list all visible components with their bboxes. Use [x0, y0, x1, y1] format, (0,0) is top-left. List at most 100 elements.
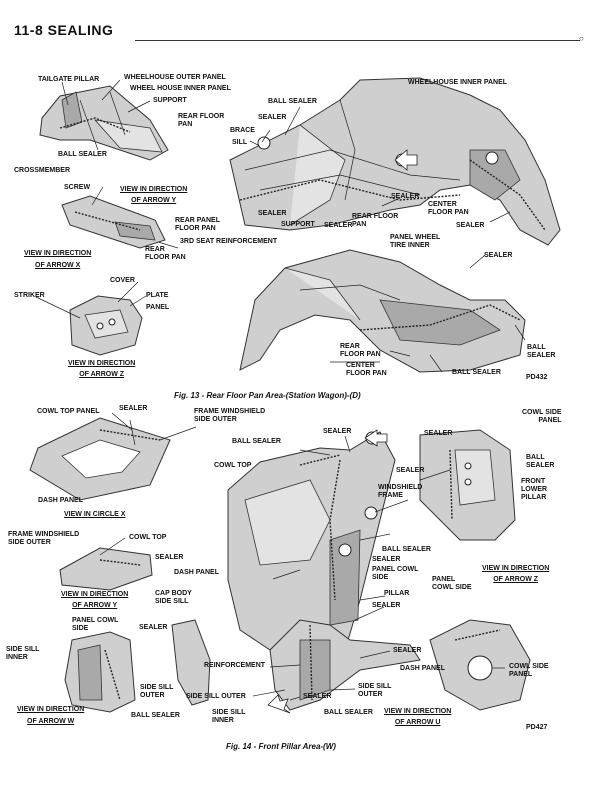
- label-rear-floor-pan: REAR FLOOR PAN: [178, 113, 225, 128]
- fig14-cowl-top-detail: [29, 417, 171, 501]
- fig13-wheel-tire-area: [239, 249, 526, 373]
- label-sealer-e: SEALER: [155, 554, 184, 561]
- label-dash-panel-c: DASH PANEL: [400, 665, 445, 672]
- label-view-in-circle-x: VIEW IN CIRCLE X: [64, 511, 126, 518]
- label-frame-windshield-side-outer: FRAME WINDSHIELD SIDE OUTER: [194, 408, 266, 423]
- label-support: SUPPORT: [153, 97, 187, 104]
- label-view-arrow-z-2: VIEW IN DIRECTION OF ARROW Z: [482, 565, 550, 583]
- label-plate: PLATE: [146, 292, 169, 299]
- label-panel-cowl-side-3: PANEL COWL SIDE: [72, 617, 119, 632]
- label-front-lower-pillar: FRONT LOWER PILLAR: [521, 478, 548, 501]
- label-windshield-frame: WINDSHIELD FRAME: [378, 484, 423, 499]
- label-side-sill-outer-3: SIDE SILL OUTER: [358, 683, 392, 698]
- label-sealer-b: SEALER: [323, 428, 352, 435]
- header-rule: [135, 40, 580, 41]
- label-ball-sealer-bottom: BALL SEALER: [452, 369, 501, 376]
- label-center-floor-pan-2: CENTER FLOOR PAN: [346, 362, 387, 377]
- label-screw: SCREW: [64, 184, 91, 191]
- label-sealer-top: SEALER: [258, 114, 287, 121]
- fig13-striker-detail: [69, 295, 143, 356]
- fig14-cap-body-side-sill-detail: [171, 619, 211, 706]
- label-side-sill-inner-2: SIDE SILL INNER: [212, 709, 246, 724]
- label-dash-panel-a: DASH PANEL: [38, 497, 83, 504]
- label-sealer-c: SEALER: [424, 430, 453, 437]
- label-rear-floor-pan-4: REAR FLOOR PAN: [340, 343, 381, 358]
- page-title: 11-8 SEALING: [14, 22, 114, 38]
- label-wheelhouse-outer-panel: WHEELHOUSE OUTER PANEL: [124, 74, 226, 81]
- label-sealer-right-1: SEALER: [456, 222, 485, 229]
- label-center-floor-pan: CENTER FLOOR PAN: [428, 201, 469, 216]
- label-brace: BRACE: [230, 127, 255, 134]
- label-wheelhouse-inner-panel: WHEELHOUSE INNER PANEL: [408, 79, 508, 86]
- fig14-dash-panel-detail: [429, 619, 531, 711]
- label-support-2: SUPPORT: [281, 221, 315, 228]
- label-sealer-right-2: SEALER: [484, 252, 513, 259]
- label-side-sill-inner: SIDE SILL INNER: [6, 646, 40, 661]
- label-cowl-side-panel-2: COWL SIDE PANEL: [509, 663, 549, 678]
- fig13-caption: Fig. 13 - Rear Floor Pan Area-(Station W…: [174, 391, 361, 400]
- label-side-sill-outer-2: SIDE SILL OUTER: [186, 693, 246, 700]
- label-ball-sealer-e: BALL SEALER: [324, 709, 373, 716]
- label-dash-panel-b: DASH PANEL: [174, 569, 219, 576]
- label-sealer-center: SEALER: [391, 193, 420, 200]
- label-sealer-g: SEALER: [372, 602, 401, 609]
- fig13-code: PD432: [526, 374, 548, 381]
- label-wheel-house-inner-panel: WHEEL HOUSE INNER PANEL: [130, 85, 231, 92]
- label-cap-body-side-sill: CAP BODY SIDE SILL: [155, 590, 192, 605]
- fig14-cowl-side-panel-detail: [419, 429, 516, 541]
- label-view-arrow-w: VIEW IN DIRECTION OF ARROW W: [17, 706, 85, 725]
- label-reinforcement: REINFORCEMENT: [204, 662, 266, 669]
- label-sealer-i: SEALER: [393, 647, 422, 654]
- label-sealer-f: SEALER: [372, 556, 401, 563]
- label-panel: PANEL: [146, 304, 170, 311]
- label-ball-sealer-c: BALL SEALER: [382, 546, 431, 553]
- fig14-caption: Fig. 14 - Front Pillar Area-(W): [226, 742, 336, 751]
- label-sealer-a: SEALER: [119, 405, 148, 412]
- fig14-side-sill-inner-detail: [64, 631, 136, 713]
- label-frame-windshield-side-outer-2: FRAME WINDSHIELD SIDE OUTER: [8, 531, 80, 546]
- label-sealer-mid-2: SEALER: [324, 222, 353, 229]
- label-pillar: PILLAR: [384, 590, 410, 597]
- label-cowl-top-2: COWL TOP: [129, 534, 167, 541]
- label-sealer-mid-1: SEALER: [258, 210, 287, 217]
- label-panel-wheel-tire-inner: PANEL WHEEL TIRE INNER: [390, 234, 441, 249]
- page-corner-mark: ○: [579, 34, 584, 43]
- label-view-arrow-u: VIEW IN DIRECTION OF ARROW U: [384, 708, 452, 726]
- label-cover: COVER: [110, 277, 135, 284]
- label-ball-sealer-a: BALL SEALER: [232, 438, 281, 445]
- label-cowl-top-panel: COWL TOP PANEL: [37, 408, 100, 415]
- label-ball-sealer-b: BALL SEALER: [526, 454, 555, 469]
- label-ball-sealer-right: BALL SEALER: [527, 344, 556, 359]
- leader-lines: [35, 79, 526, 701]
- label-view-arrow-x: VIEW IN DIRECTION OF ARROW X: [24, 250, 92, 269]
- label-sealer-d: SEALER: [396, 467, 425, 474]
- label-rear-floor-pan-3: REAR FLOOR PAN: [352, 213, 399, 228]
- view-arrows: [267, 149, 418, 714]
- label-ball-sealer-top: BALL SEALER: [268, 98, 317, 105]
- label-striker: STRIKER: [14, 292, 45, 299]
- label-crossmember: CROSSMEMBER: [14, 167, 71, 174]
- label-tailgate-pillar: TAILGATE PILLAR: [38, 76, 100, 83]
- label-view-arrow-y-2: VIEW IN DIRECTION OF ARROW Y: [61, 591, 129, 609]
- fig14-front-pillar-main: [227, 431, 396, 661]
- label-rear-panel-floor-pan: REAR PANEL FLOOR PAN: [175, 217, 220, 232]
- label-panel-cowl-side: PANEL COWL SIDE: [372, 566, 419, 581]
- fig14-code: PD427: [526, 724, 548, 731]
- label-cowl-side-panel: COWL SIDE PANEL: [522, 409, 562, 424]
- fig13-screw-detail: [61, 195, 166, 249]
- fig13-rear-floor-pan-main: [229, 77, 561, 246]
- fig14-frame-windshield-detail: [59, 547, 153, 591]
- label-3rd-seat-reinforcement: 3RD SEAT REINFORCEMENT: [180, 238, 278, 245]
- label-sill: SILL: [232, 139, 248, 146]
- label-cowl-top: COWL TOP: [214, 462, 252, 469]
- label-panel-cowl-side-2: PANEL COWL SIDE: [432, 576, 472, 591]
- label-side-sill-outer: SIDE SILL OUTER: [140, 684, 174, 699]
- label-view-arrow-z: VIEW IN DIRECTION OF ARROW Z: [68, 360, 136, 378]
- label-ball-sealer: BALL SEALER: [58, 151, 107, 158]
- label-rear-floor-pan-2: REAR FLOOR PAN: [145, 246, 186, 261]
- label-sealer-j: SEALER: [303, 693, 332, 700]
- fig13-tailgate-pillar-detail: [39, 85, 169, 161]
- label-sealer-h: SEALER: [139, 624, 168, 631]
- label-ball-sealer-d: BALL SEALER: [131, 712, 180, 719]
